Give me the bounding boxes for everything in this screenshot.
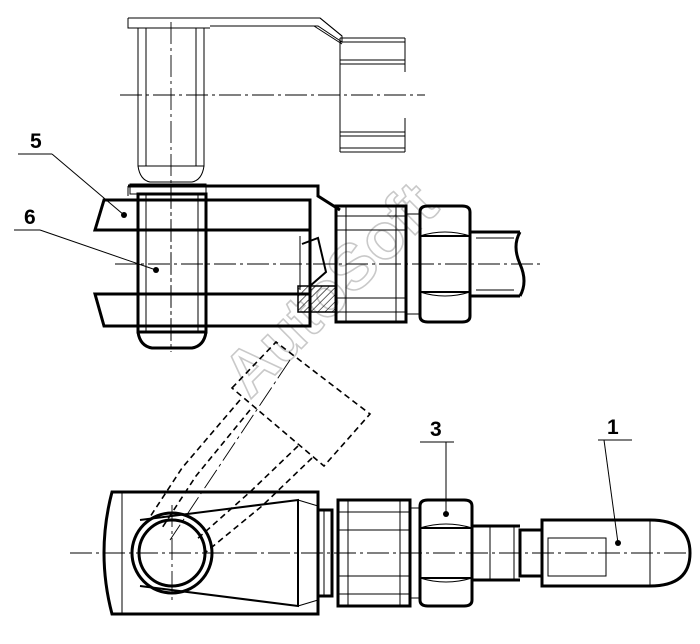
section-hatch (297, 285, 337, 313)
callout-6: 6 (14, 206, 159, 273)
callout-5: 5 (18, 130, 127, 218)
hex-nut-middle (406, 204, 472, 324)
fork-upper-jaw (92, 198, 312, 232)
shaft-middle (470, 230, 526, 298)
callout-5-label: 5 (30, 130, 42, 153)
phantom-head (230, 340, 372, 468)
eye-end-body (102, 490, 320, 616)
callout-1: 1 (598, 416, 632, 546)
fork-assembly-bottom (70, 490, 692, 616)
hex-nut-bottom (410, 498, 474, 608)
callout-3-label: 3 (430, 418, 442, 441)
lever-end (339, 37, 406, 153)
callout-3: 3 (420, 418, 454, 517)
collars-bottom (316, 508, 334, 598)
coupling-sleeve-bottom (336, 498, 412, 608)
callout-1-label: 1 (607, 416, 619, 439)
fork-lower-jaw (93, 292, 312, 328)
lever-plate (128, 17, 343, 43)
pin-head (129, 183, 207, 195)
pin-with-lever-top (120, 17, 425, 345)
coupling-sleeve (334, 204, 408, 324)
phantom-rotated-part (147, 340, 372, 553)
fork-assembly-middle (92, 183, 540, 352)
end-tip (540, 518, 692, 588)
callout-6-label: 6 (24, 206, 36, 229)
fork-pin (136, 192, 208, 334)
fork-upper-outline (128, 184, 341, 212)
